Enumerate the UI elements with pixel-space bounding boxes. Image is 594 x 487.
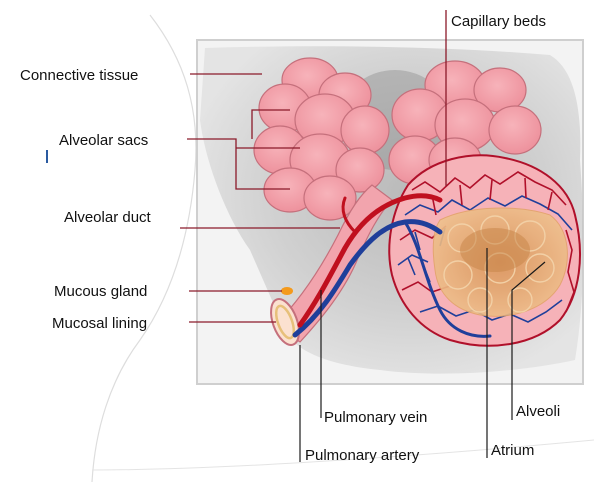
- label-mucosal-lining: Mucosal lining: [52, 315, 147, 332]
- label-mucous-gland: Mucous gland: [54, 283, 147, 300]
- label-pulmonary-artery: Pulmonary artery: [305, 447, 420, 464]
- label-alveoli: Alveoli: [516, 403, 560, 420]
- atrium-cavity: [460, 228, 530, 272]
- label-alveolar-duct: Alveolar duct: [64, 209, 152, 226]
- body-outline: [92, 15, 196, 482]
- label-alveolar-sacs: Alveolar sacs: [59, 132, 148, 149]
- label-connective-tissue: Connective tissue: [20, 67, 138, 84]
- label-pulmonary-vein: Pulmonary vein: [324, 409, 427, 426]
- label-capillary-beds: Capillary beds: [451, 13, 546, 30]
- label-atrium: Atrium: [491, 442, 534, 459]
- mucous-gland: [281, 287, 293, 295]
